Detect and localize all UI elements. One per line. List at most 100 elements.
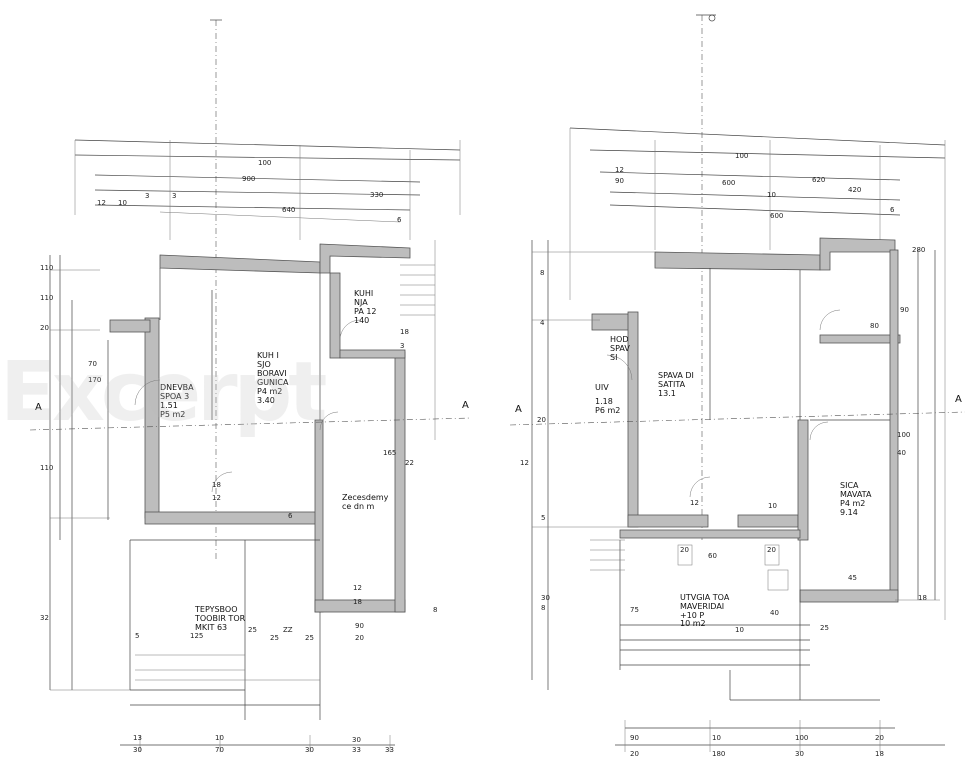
svg-text:22: 22 (405, 459, 414, 467)
svg-text:10: 10 (735, 626, 744, 634)
svg-text:P6 m2: P6 m2 (595, 406, 620, 415)
right-section-mark-a1: A (515, 404, 522, 415)
svg-text:170: 170 (88, 376, 101, 384)
svg-text:12: 12 (212, 494, 221, 502)
svg-text:SI: SI (610, 353, 617, 362)
svg-text:180: 180 (712, 750, 725, 758)
svg-text:P5 m2: P5 m2 (160, 410, 185, 419)
svg-text:140: 140 (354, 316, 369, 325)
svg-text:MAVATA: MAVATA (840, 490, 872, 499)
svg-text:32: 32 (40, 614, 49, 622)
svg-text:3.40: 3.40 (257, 396, 275, 405)
svg-text:MAVERIDAI: MAVERIDAI (680, 602, 724, 611)
svg-text:900: 900 (242, 175, 255, 183)
svg-text:100: 100 (795, 734, 808, 742)
svg-text:620: 620 (812, 176, 825, 184)
svg-text:SPAV: SPAV (610, 344, 630, 353)
svg-text:110: 110 (40, 464, 53, 472)
right-dimension-labels: 100 12 600 420 600 620 90 10 6 280 8 4 2… (520, 152, 927, 758)
svg-text:420: 420 (848, 186, 861, 194)
svg-text:25: 25 (820, 624, 829, 632)
svg-text:20: 20 (355, 634, 364, 642)
svg-text:25: 25 (248, 626, 257, 634)
svg-text:12: 12 (97, 199, 106, 207)
left-top-dimension-chains (74, 139, 461, 240)
svg-text:90: 90 (355, 622, 364, 630)
left-section-mark-a1: A (35, 402, 42, 413)
svg-text:PA 12: PA 12 (354, 307, 377, 316)
svg-text:12: 12 (520, 459, 529, 467)
svg-text:90: 90 (630, 734, 639, 742)
svg-text:70: 70 (88, 360, 97, 368)
svg-text:TOOBIR TOR: TOOBIR TOR (194, 614, 246, 623)
svg-text:18: 18 (353, 598, 362, 606)
svg-text:20: 20 (40, 324, 49, 332)
svg-text:12: 12 (690, 499, 699, 507)
right-top-dimension-chains (569, 127, 946, 620)
svg-text:100: 100 (735, 152, 748, 160)
svg-text:ZZ: ZZ (283, 626, 293, 634)
svg-text:25: 25 (305, 634, 314, 642)
svg-text:3: 3 (145, 192, 149, 200)
left-section-mark-a2: A (462, 400, 469, 411)
left-side-dimension-chains (49, 255, 130, 691)
svg-text:75: 75 (630, 606, 639, 614)
left-room-outlines (129, 240, 436, 720)
svg-text:UTVGIA TOA: UTVGIA TOA (680, 593, 730, 602)
svg-text:1.51: 1.51 (160, 401, 178, 410)
svg-text:10: 10 (767, 191, 776, 199)
svg-text:30: 30 (541, 594, 550, 602)
svg-text:SJO: SJO (257, 360, 271, 369)
right-section-mark-a2: A (955, 394, 962, 405)
svg-text:20: 20 (767, 546, 776, 554)
left-room-kuhinja-dnevna: KUH I SJO BORAVI GUNICA P4 m2 3.40 (257, 351, 289, 405)
svg-text:600: 600 (770, 212, 783, 220)
svg-text:12: 12 (615, 166, 624, 174)
svg-text:70: 70 (215, 746, 224, 754)
right-room-spavaca: SPAVA DI SATITA 13.1 (658, 371, 694, 398)
svg-text:SPOA 3: SPOA 3 (160, 392, 189, 401)
svg-text:30: 30 (305, 746, 314, 754)
svg-text:10 m2: 10 m2 (680, 619, 706, 628)
right-room-kupaonica: UIV 1.18 P6 m2 (595, 383, 620, 415)
svg-text:9.14: 9.14 (840, 508, 858, 517)
svg-text:600: 600 (722, 179, 735, 187)
svg-text:33: 33 (352, 746, 361, 754)
svg-text:P4 m2: P4 m2 (840, 499, 865, 508)
left-room-dnevna: DNEVBA SPOA 3 1.51 P5 m2 (160, 383, 194, 419)
svg-text:18: 18 (212, 481, 221, 489)
left-bottom-dimension-chain (120, 735, 395, 752)
left-section-line (29, 417, 471, 431)
svg-text:100: 100 (897, 431, 910, 439)
svg-text:40: 40 (897, 449, 906, 457)
svg-text:10: 10 (215, 734, 224, 742)
right-room-terasa: UTVGIA TOA MAVERIDAI +10 P 10 m2 (680, 593, 730, 628)
svg-text:165: 165 (383, 449, 396, 457)
right-walls (591, 237, 901, 603)
svg-text:18: 18 (918, 594, 927, 602)
svg-text:13.1: 13.1 (658, 389, 676, 398)
left-walls (109, 243, 411, 613)
svg-text:3: 3 (172, 192, 176, 200)
right-section-line (509, 411, 966, 426)
left-dimension-labels: 100 900 12 330 640 3 3 6 10 110 110 20 1… (40, 159, 437, 754)
svg-text:SATITA: SATITA (658, 380, 686, 389)
svg-text:5: 5 (135, 632, 139, 640)
svg-text:110: 110 (40, 294, 53, 302)
svg-text:90: 90 (900, 306, 909, 314)
svg-text:20: 20 (875, 734, 884, 742)
svg-text:8: 8 (433, 606, 437, 614)
svg-text:280: 280 (912, 246, 925, 254)
svg-text:6: 6 (288, 512, 293, 520)
right-room-hodnik: HOD SPAV SI (610, 335, 630, 362)
svg-text:MKIT 63: MKIT 63 (195, 623, 227, 632)
right-room-mala-soba: SICA MAVATA P4 m2 9.14 (840, 481, 872, 517)
svg-text:KUH I: KUH I (257, 351, 279, 360)
svg-text:5: 5 (541, 514, 545, 522)
svg-text:60: 60 (708, 552, 717, 560)
svg-text:13: 13 (133, 734, 142, 742)
right-side-dimension-chains (531, 240, 940, 690)
svg-text:NJA: NJA (354, 298, 368, 307)
svg-text:33: 33 (385, 746, 394, 754)
svg-text:UIV: UIV (595, 383, 609, 392)
